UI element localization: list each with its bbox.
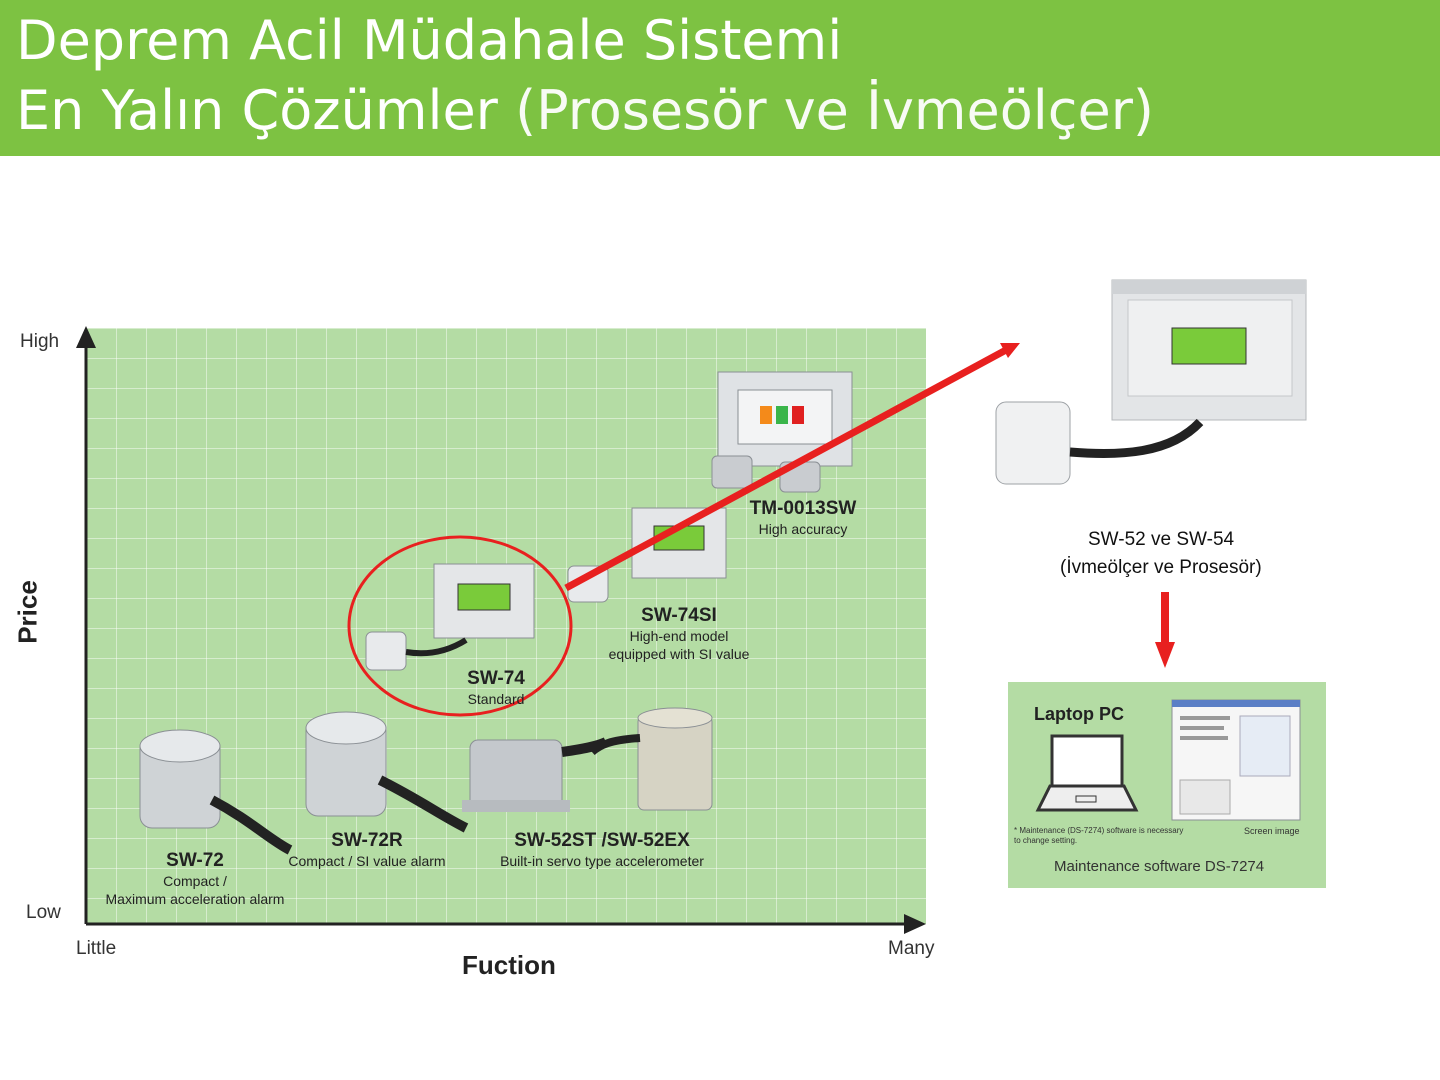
sw52-sw54-photo	[995, 279, 1307, 485]
title-bold: En Yalın Çözümler	[16, 79, 498, 142]
sw52-desc: Built-in servo type accelerometer	[500, 853, 704, 869]
y-axis-arrowhead	[76, 326, 96, 348]
sw74si-name: SW-74SI	[641, 605, 717, 626]
sw74si-device-icon	[567, 507, 727, 603]
sw72-desc-1: Compact /	[163, 873, 227, 889]
sw72-desc-2: Maximum acceleration alarm	[105, 891, 285, 907]
x-axis-little-label: Little	[76, 938, 117, 959]
laptop-title: Laptop PC	[1034, 704, 1124, 724]
sw74si-desc-2: equipped with SI value	[608, 646, 750, 662]
y-axis-high-label: High	[20, 331, 60, 352]
caption-line-1: SW-52 ve SW-54	[1088, 529, 1235, 550]
sw74-device-icon	[365, 563, 535, 671]
laptop-drawing	[1035, 699, 1301, 821]
tm0013sw-name: TM-0013SW	[749, 498, 857, 519]
sw72-device-icon	[139, 729, 293, 855]
y-axis-low-label: Low	[26, 902, 61, 923]
sw72r-desc: Compact / SI value alarm	[288, 853, 446, 869]
tm0013sw-label: TM-0013SW High accuracy	[742, 498, 864, 538]
sw74-label: SW-74 Standard	[446, 668, 546, 708]
sw52ex-device-icon	[589, 707, 713, 811]
sw52-sw54-caption: SW-52 ve SW-54 (İvmeölçer ve Prosesör)	[1060, 526, 1300, 582]
laptop-pc-panel: Laptop PC * Maintenance (DS-7274) softwa…	[1008, 682, 1326, 888]
sw52st-device-icon	[462, 737, 609, 812]
y-axis-title: Price	[12, 580, 43, 644]
sw72r-device-icon	[305, 711, 469, 833]
caption-line-2: (İvmeölçer ve Prosesör)	[1060, 557, 1262, 578]
x-axis-arrowhead	[904, 914, 926, 934]
title-line-2: En Yalın Çözümler (Prosesör ve İvmeölçer…	[16, 80, 1154, 142]
sw72-label: SW-72 Compact / Maximum acceleration ala…	[100, 850, 290, 908]
sw52-label: SW-52ST /SW-52EX Built-in servo type acc…	[490, 830, 714, 870]
sw74si-label: SW-74SI High-end model equipped with SI …	[600, 605, 758, 663]
down-arrow-head	[1155, 642, 1175, 668]
red-pointer-arrowhead	[1000, 343, 1020, 358]
x-axis-title: Fuction	[462, 950, 556, 980]
tm0013sw-device-icon	[711, 371, 853, 493]
tm0013sw-desc: High accuracy	[758, 521, 848, 537]
title-line-1: Deprem Acil Müdahale Sistemi	[16, 9, 843, 72]
sw74-highlight-circle	[347, 535, 573, 717]
sw74si-desc-1: High-end model	[629, 628, 729, 644]
sw52-name: SW-52ST /SW-52EX	[514, 830, 690, 851]
x-axis-many-label: Many	[888, 938, 935, 959]
maintenance-note: * Maintenance (DS-7274) software is nece…	[1014, 826, 1184, 845]
laptop-icon	[1035, 734, 1139, 812]
down-arrow-shaft	[1161, 592, 1169, 642]
title-paren: (Prosesör ve İvmeölçer)	[515, 79, 1154, 142]
sw74-desc: Standard	[467, 691, 525, 707]
software-screen-image	[1171, 699, 1301, 821]
sw72r-label: SW-72R Compact / SI value alarm	[282, 830, 452, 870]
red-pointer-arrow	[564, 346, 1008, 592]
sw74-name: SW-74	[467, 668, 525, 689]
sw72-name: SW-72	[166, 850, 224, 871]
title-banner: Deprem Acil Müdahale Sistemi En Yalın Çö…	[0, 0, 1440, 156]
screen-image-label: Screen image	[1244, 826, 1300, 836]
sw72r-name: SW-72R	[331, 830, 403, 851]
maintenance-software-label: Maintenance software DS-7274	[1054, 858, 1265, 875]
